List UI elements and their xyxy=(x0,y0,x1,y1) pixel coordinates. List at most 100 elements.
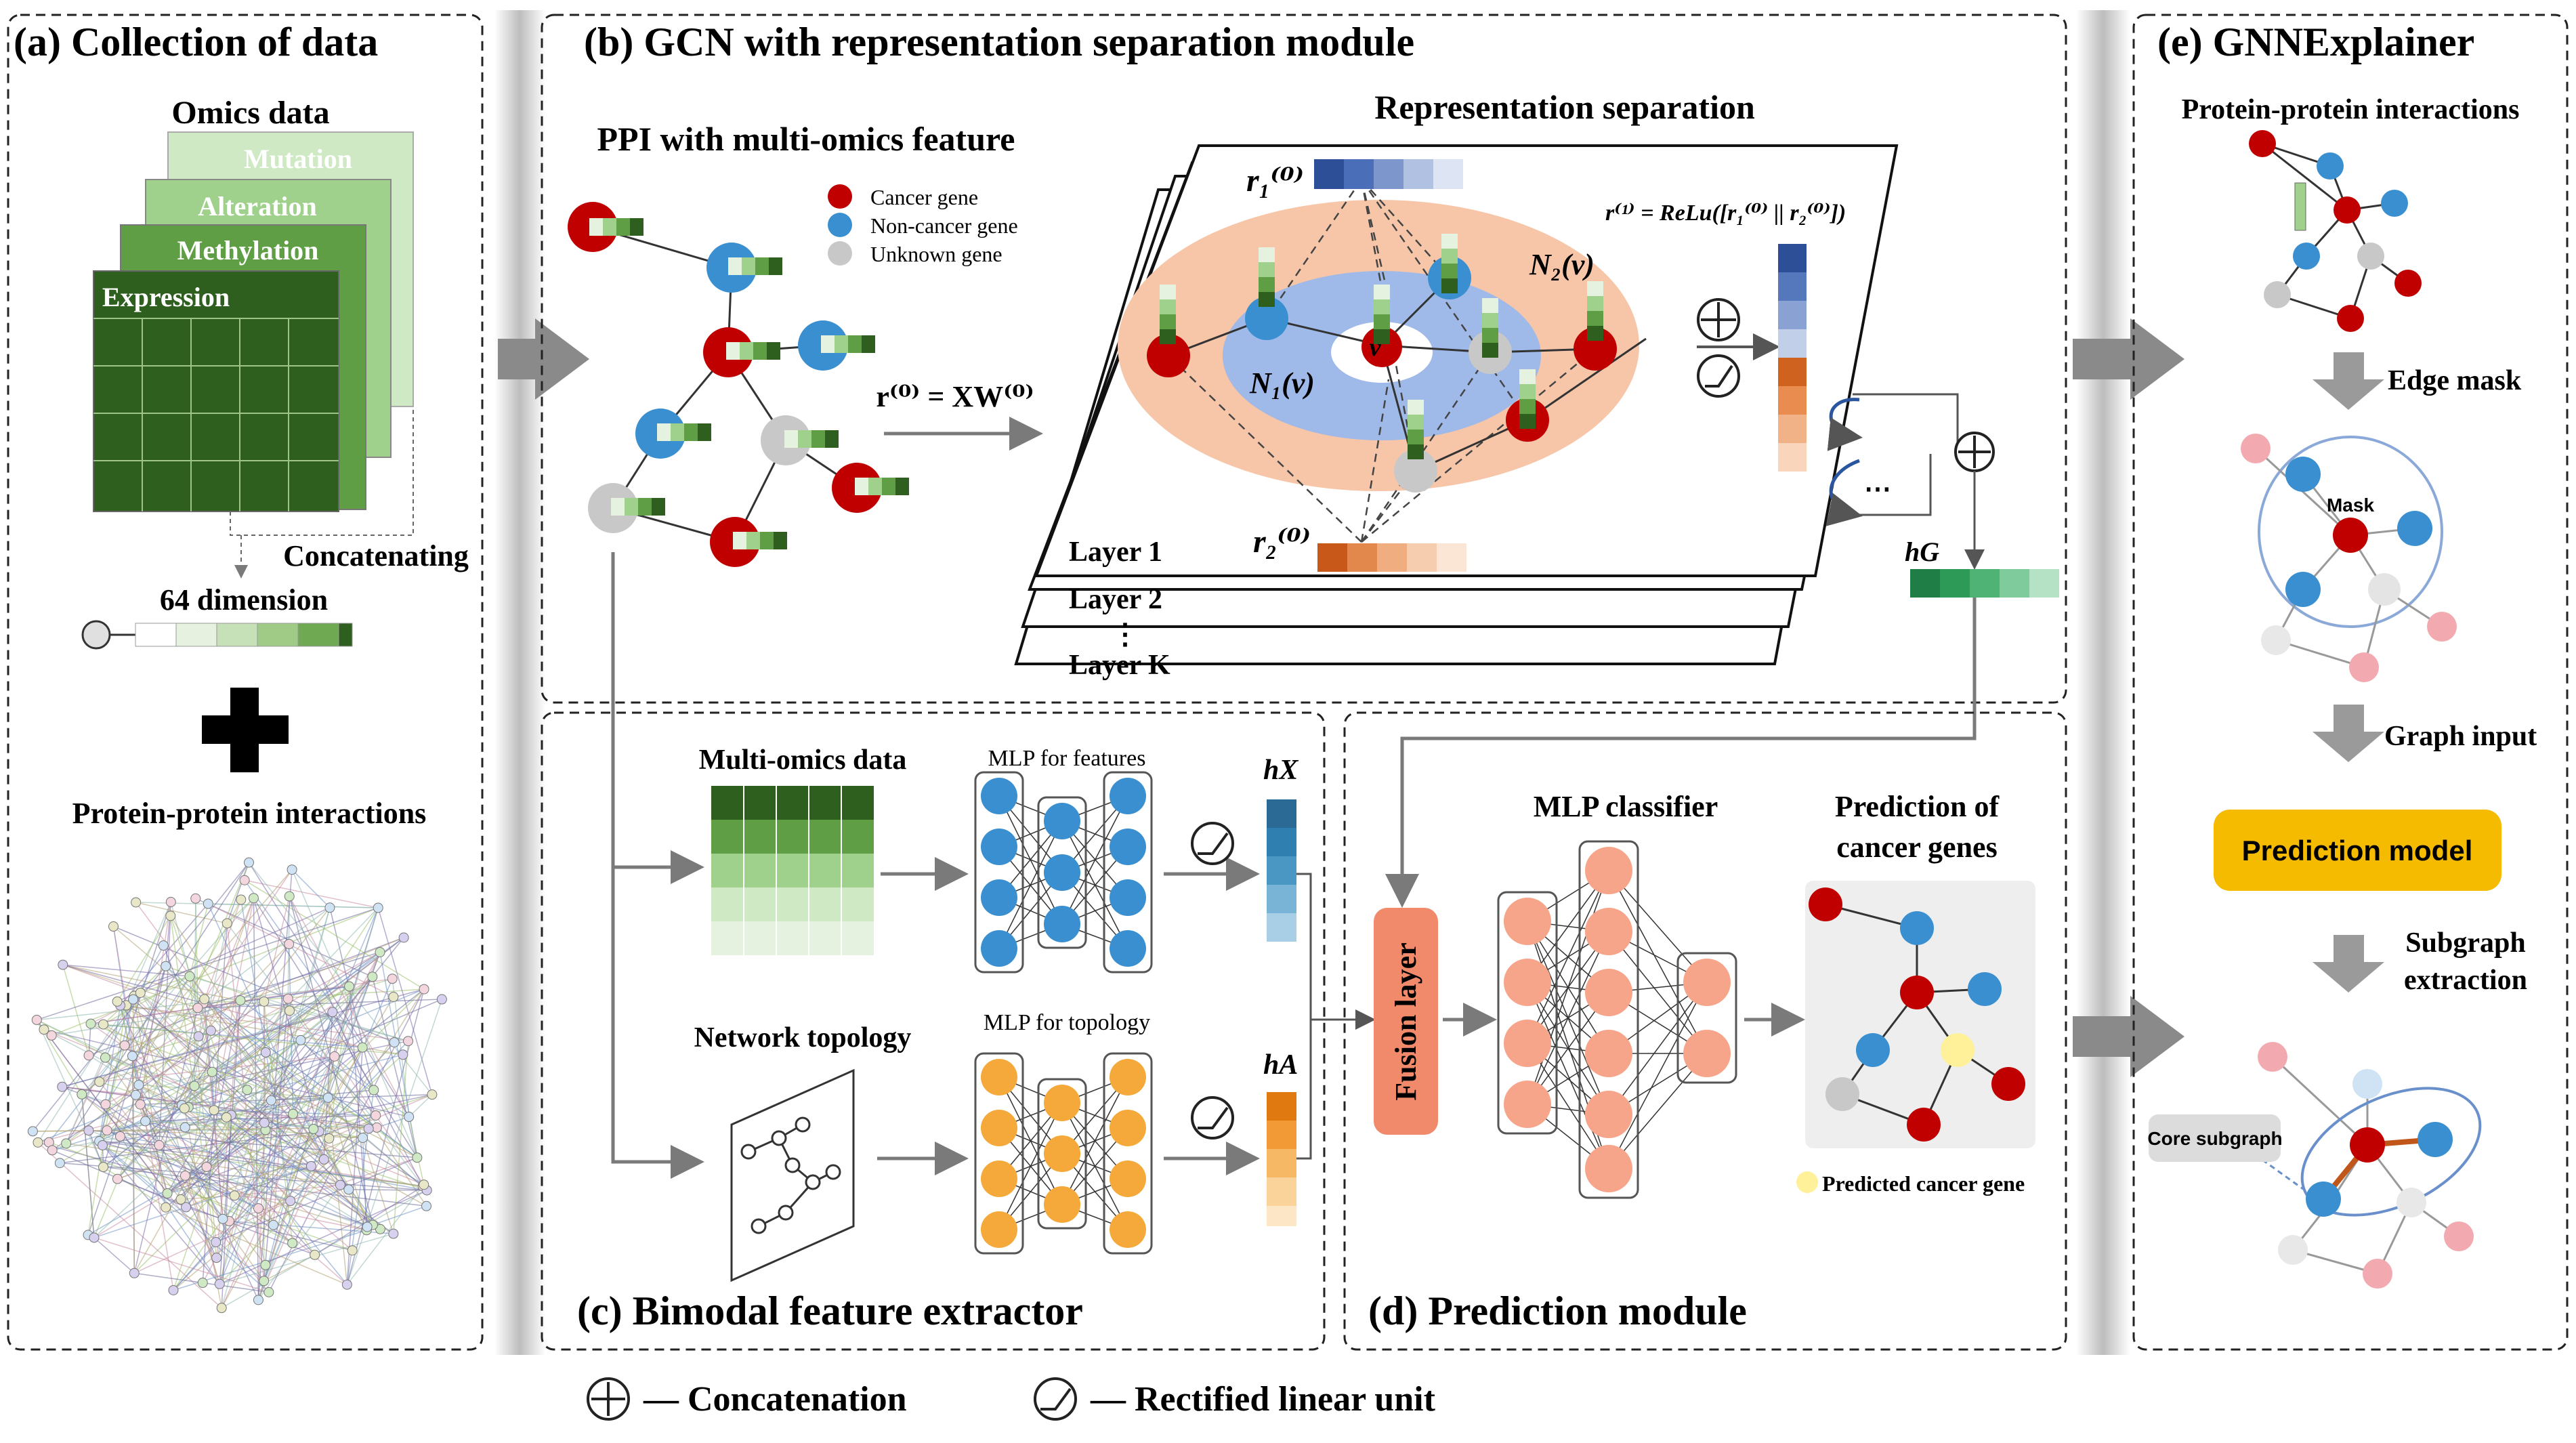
n1-label: N₁(v) xyxy=(1249,367,1315,400)
ppi-feature-graph xyxy=(568,202,909,567)
ppi-node xyxy=(288,1108,299,1119)
ppi-node xyxy=(46,1030,57,1041)
omics-layer-mutation-label: Mutation xyxy=(244,144,352,174)
ppi-graph-e xyxy=(2249,130,2422,332)
ppi-node xyxy=(89,1232,100,1243)
down-arrow-graph-input xyxy=(2313,705,2384,762)
ppi-node xyxy=(100,1052,110,1063)
ppi-node xyxy=(419,984,429,995)
ppi-node xyxy=(47,1145,58,1156)
relu-icon xyxy=(1034,1377,1077,1421)
relu-formula: r⁽¹⁾ = ReLu([r₁⁽⁰⁾ || r₂⁽⁰⁾]) xyxy=(1605,201,1846,226)
ppi-node xyxy=(83,1050,94,1061)
feature-bar-cell xyxy=(1374,285,1390,299)
ppi-node xyxy=(248,893,259,904)
projection-formula: r⁽⁰⁾ = XW⁽⁰⁾ xyxy=(876,380,1034,413)
feature-bar-cell xyxy=(1160,285,1176,299)
concat-vector xyxy=(81,620,353,650)
neuron xyxy=(1585,1091,1632,1138)
feature-bar-cell xyxy=(1519,369,1536,384)
prediction-model-box: Prediction model xyxy=(2214,810,2501,891)
neuron xyxy=(1585,847,1632,894)
neuron xyxy=(981,829,1017,865)
r1-label: r₁⁽⁰⁾ xyxy=(1246,163,1304,198)
ppi-node xyxy=(375,946,385,957)
gene-node xyxy=(1856,1033,1890,1067)
ppi-node xyxy=(343,1184,354,1195)
ppi-node xyxy=(284,891,295,902)
panel-d-title: (d) Prediction module xyxy=(1368,1289,1747,1333)
ppi-node xyxy=(165,896,176,907)
flow-arrow-b-to-e xyxy=(2073,318,2184,400)
concatenation-legend: — Concatenation xyxy=(643,1380,907,1419)
ppi-node xyxy=(263,1287,274,1297)
dimension-label: 64 dimension xyxy=(160,583,328,616)
ppi-node xyxy=(266,1095,276,1106)
ppi-node xyxy=(335,1179,345,1190)
neuron xyxy=(1110,1059,1146,1095)
r-out-vector xyxy=(1778,244,1807,472)
ppi-node xyxy=(33,1137,43,1148)
omics-layer-methylation-label: Methylation xyxy=(177,235,319,266)
ppi-node xyxy=(260,1047,271,1058)
ppi-node xyxy=(54,1158,65,1169)
feature-bar-cell xyxy=(1259,262,1275,277)
ppi-node xyxy=(39,1024,49,1035)
concatenating-label: Concatenating xyxy=(283,539,469,572)
ppi-node xyxy=(162,1188,173,1198)
feature-bar-cell xyxy=(733,532,746,549)
prediction-graph xyxy=(1805,881,2035,1148)
ppi-node xyxy=(236,894,247,905)
omics-layer-expression-label: Expression xyxy=(102,282,230,312)
neuron xyxy=(981,930,1017,967)
multiomics-data-label: Multi-omics data xyxy=(699,745,907,776)
gene-node xyxy=(2352,1069,2382,1099)
ppi-node xyxy=(216,1303,227,1314)
flow-arrow-a-to-b xyxy=(498,318,589,400)
mlp-classifier-label: MLP classifier xyxy=(1534,790,1718,823)
feature-bar-cell xyxy=(753,342,767,360)
ppi-node xyxy=(253,1295,263,1305)
ppi-node xyxy=(175,1194,186,1205)
gene-node xyxy=(2306,1181,2341,1217)
layer-1-label: Layer 1 xyxy=(1069,537,1162,568)
feature-bar-cell xyxy=(1519,399,1536,414)
ppi-multiomics-heading: PPI with multi-omics feature xyxy=(597,120,1015,158)
gene-node xyxy=(2337,305,2364,332)
ppi-node xyxy=(184,971,195,982)
feature-bar-cell xyxy=(855,478,868,495)
plus-sign xyxy=(202,688,289,772)
hx-label: hX xyxy=(1263,755,1298,786)
neuron xyxy=(1110,1110,1146,1146)
omics-stack: Mutation Alteration Methylation Expressi… xyxy=(93,131,414,579)
relu-icon-features xyxy=(1191,822,1234,865)
feature-bar-cell xyxy=(767,342,780,360)
neuron xyxy=(1110,1211,1146,1248)
feature-bar-cell xyxy=(1587,281,1603,296)
ppi-node xyxy=(201,1161,212,1172)
ppi-node xyxy=(217,1213,228,1224)
gene-node xyxy=(2368,573,2401,606)
neuron xyxy=(1044,803,1080,839)
separator-right xyxy=(2076,10,2130,1355)
aggregation-ellipsis: ⋯ xyxy=(1864,474,1891,504)
ppi-node xyxy=(388,991,399,1002)
feature-bar-cell xyxy=(1259,292,1275,307)
feature-bar-cell xyxy=(1482,313,1498,328)
edge-mask-label: Edge mask xyxy=(2388,365,2522,396)
feature-bar-cell xyxy=(1408,400,1424,415)
feature-bar-cell xyxy=(1519,384,1536,399)
ppi-node xyxy=(287,864,297,875)
ppi-node xyxy=(282,993,293,1004)
ppi-node xyxy=(61,1138,72,1149)
ppi-node xyxy=(285,1196,296,1207)
gene-node xyxy=(1574,327,1617,371)
fusion-layer: Fusion layer xyxy=(1374,908,1438,1135)
neuron xyxy=(1585,1145,1632,1192)
graph-input-label: Graph input xyxy=(2384,721,2537,752)
multiomics-matrix xyxy=(711,786,874,955)
gene-node xyxy=(2258,1042,2287,1072)
feature-bar-cell xyxy=(848,335,862,353)
ppi-node xyxy=(112,1173,123,1184)
legend-cancer-dot xyxy=(828,184,852,209)
